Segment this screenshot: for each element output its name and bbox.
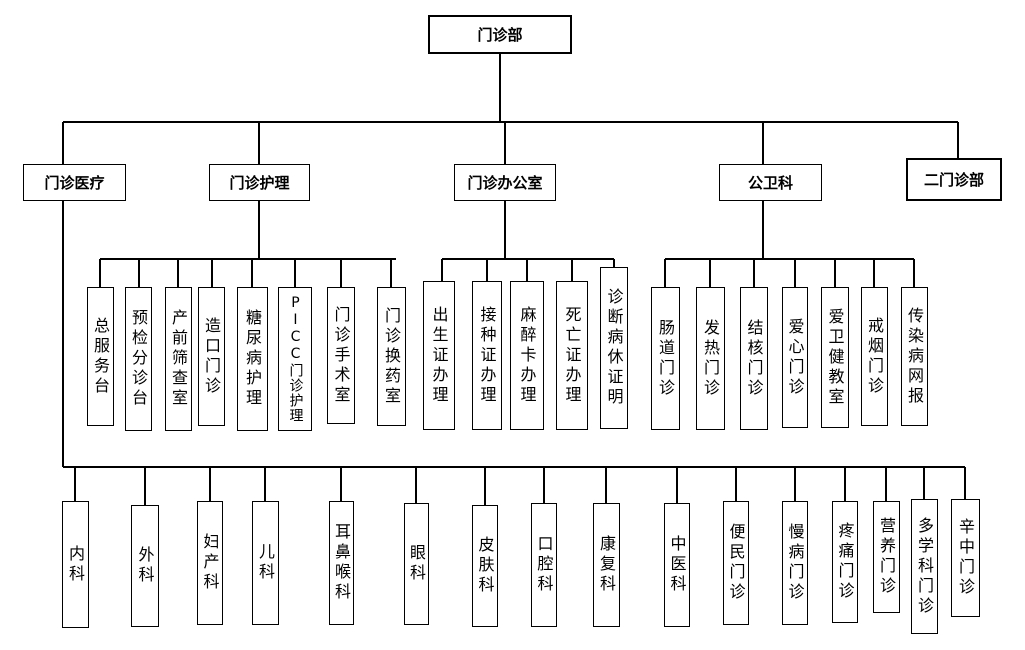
clinic-tcm: 中医科 <box>664 503 690 627</box>
dept-outpatient-medical: 门诊医疗 <box>23 164 126 201</box>
unit-caring-clinic: 爱心门诊 <box>782 287 808 428</box>
dept-outpatient-office: 门诊办公室 <box>454 164 556 201</box>
unit-birth-certificate: 出生证办理 <box>423 281 455 430</box>
unit-outpatient-surgery: 门诊手术室 <box>327 287 355 424</box>
unit-smoking-cessation-clinic: 戒烟门诊 <box>861 287 888 426</box>
clinic-dermatology: 皮肤科 <box>472 505 498 627</box>
clinic-nutrition: 营养门诊 <box>873 501 900 613</box>
unit-anesthesia-card: 麻醉卡办理 <box>510 281 544 430</box>
unit-sick-leave-certificate: 诊断病休证明 <box>600 267 628 429</box>
root-box: 门诊部 <box>428 15 572 54</box>
dept-outpatient-nursing: 门诊护理 <box>209 164 310 201</box>
unit-prenatal-screening: 产前筛查室 <box>165 287 192 431</box>
unit-vaccination-certificate: 接种证办理 <box>472 281 502 430</box>
clinic-convenience: 便民门诊 <box>723 501 749 625</box>
unit-triage-desk: 预检分诊台 <box>125 287 152 431</box>
dept-second-outpatient: 二门诊部 <box>906 158 1002 201</box>
unit-dressing-room: 门诊换药室 <box>377 287 406 426</box>
unit-picc-nursing: PICC门诊护理 <box>278 287 312 431</box>
clinic-internal-medicine: 内科 <box>62 501 89 628</box>
clinic-multidisciplinary: 多学科门诊 <box>911 499 938 634</box>
unit-general-service-desk: 总服务台 <box>87 287 114 426</box>
dept-public-health: 公卫科 <box>719 164 822 201</box>
clinic-pain: 疼痛门诊 <box>832 501 858 623</box>
clinic-chronic-disease: 慢病门诊 <box>782 501 808 625</box>
unit-health-education-room: 爱卫健教室 <box>821 287 849 428</box>
clinic-xinzhong: 辛中门诊 <box>951 499 980 617</box>
clinic-surgery: 外科 <box>131 505 159 627</box>
clinic-rehabilitation: 康复科 <box>593 503 620 627</box>
clinic-pediatrics: 儿科 <box>252 501 279 625</box>
clinic-stomatology: 口腔科 <box>531 503 557 627</box>
unit-death-certificate: 死亡证办理 <box>556 281 588 430</box>
unit-stoma-clinic: 造口门诊 <box>198 287 225 426</box>
clinic-ophthalmology: 眼科 <box>404 503 429 625</box>
unit-diabetes-nursing: 糖尿病护理 <box>237 287 268 431</box>
unit-intestinal-clinic: 肠道门诊 <box>651 287 680 430</box>
unit-infectious-disease-report: 传染病网报 <box>901 287 928 426</box>
clinic-obstetrics-gynecology: 妇产科 <box>197 501 223 625</box>
unit-fever-clinic: 发热门诊 <box>696 287 725 430</box>
unit-tuberculosis-clinic: 结核门诊 <box>740 287 768 430</box>
clinic-ent: 耳鼻喉科 <box>329 501 354 625</box>
